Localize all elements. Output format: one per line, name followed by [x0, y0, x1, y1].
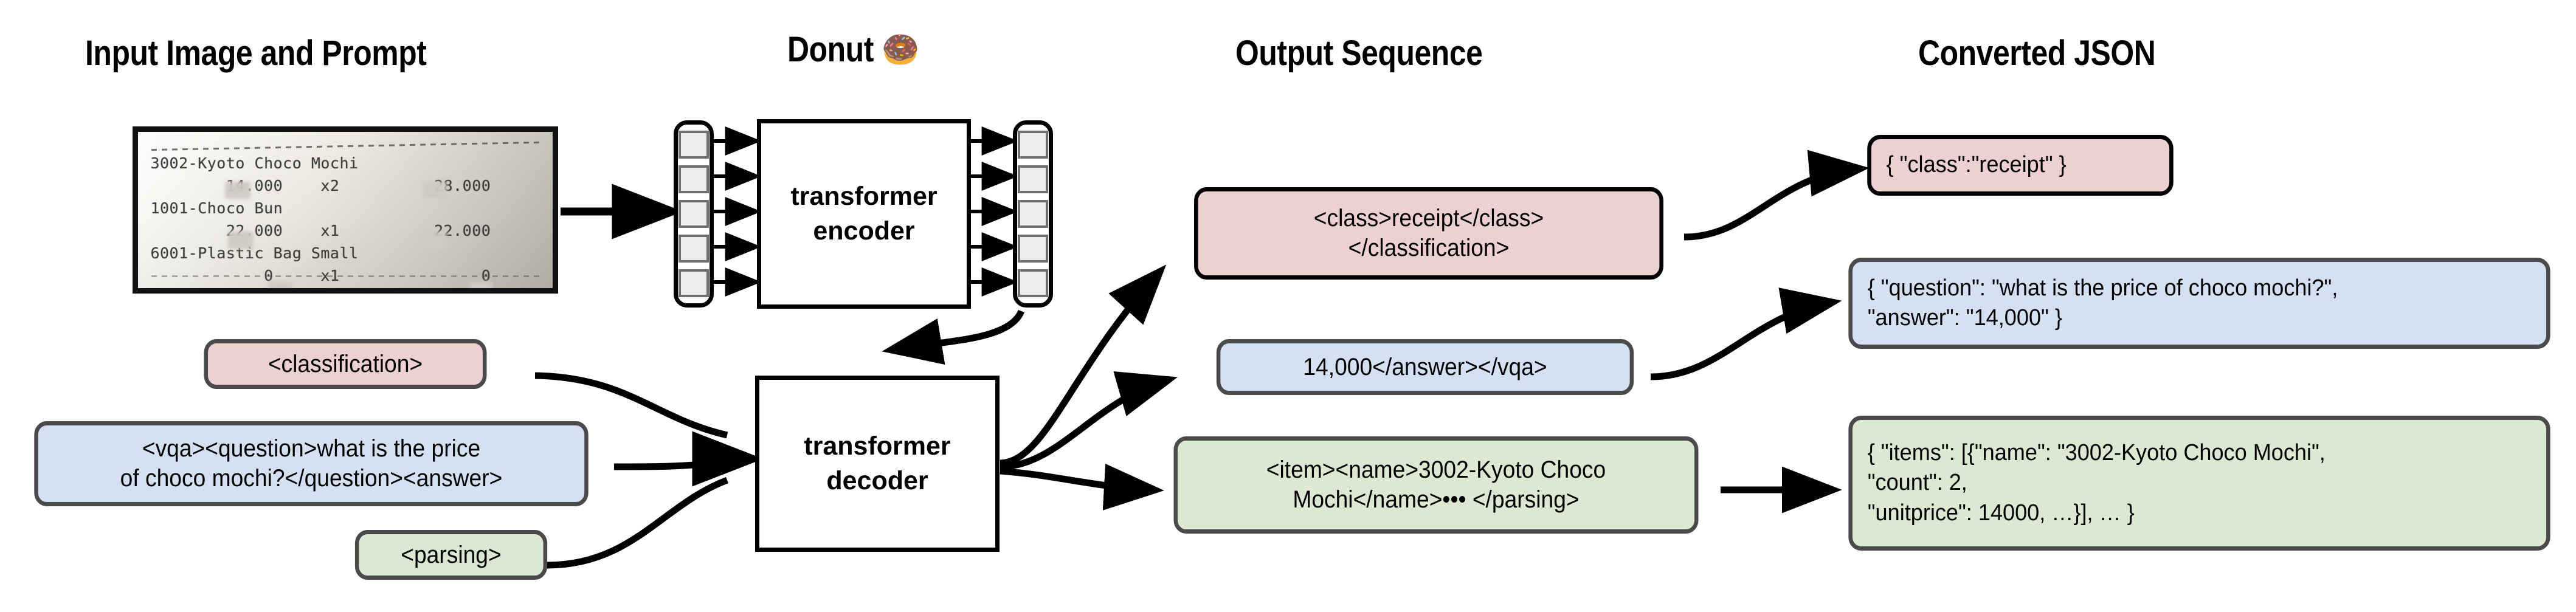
encoder-output-token — [1018, 165, 1048, 193]
arrows-tokens-to-encoder — [714, 126, 762, 297]
encoder-input-token-stack — [674, 120, 714, 308]
redaction-block — [225, 182, 250, 199]
encoder-input-token — [679, 131, 709, 159]
encoder-output-token — [1018, 131, 1048, 159]
prompt-box-classification[interactable]: <classification> — [204, 339, 487, 389]
column-title-json: Converted JSON — [1918, 33, 2156, 73]
redaction-block — [469, 281, 492, 288]
output-box-vqa[interactable]: 14,000</answer></vqa> — [1216, 339, 1634, 395]
encoder-input-token — [679, 200, 709, 228]
column-title-donut: Donut 🍩 — [787, 30, 920, 69]
json-box-parsing[interactable]: { "items": [{"name": "3002-Kyoto Choco M… — [1848, 416, 2550, 551]
transformer-encoder-block: transformer encoder — [757, 119, 971, 309]
json-box-vqa[interactable]: { "question": "what is the price of choc… — [1848, 258, 2550, 349]
column-title-input: Input Image and Prompt — [85, 33, 427, 73]
output-box-classification[interactable]: <class>receipt</class> </classification> — [1194, 187, 1663, 280]
redaction-block — [269, 281, 293, 288]
redaction-block — [423, 232, 447, 249]
arrow-decoder-to-parsing-output — [1000, 464, 1164, 511]
arrow-decoder-to-vqa-output — [1000, 371, 1178, 470]
encoder-output-token-stack — [1013, 120, 1053, 308]
output-box-parsing[interactable]: <item><name>3002-Kyoto Choco Mochi</name… — [1173, 436, 1699, 534]
encoder-input-token — [679, 165, 709, 193]
column-title-output: Output Sequence — [1235, 33, 1483, 73]
prompt-box-vqa[interactable]: <vqa><question>what is the price of choc… — [34, 421, 589, 506]
arrow-class-output-to-json — [1683, 150, 1870, 241]
input-receipt-image: 3002-Kyoto Choco Mochi 14.000 x2 28.000 … — [133, 126, 558, 294]
receipt-divider-bottom — [151, 275, 540, 278]
encoder-output-token — [1018, 200, 1048, 228]
transformer-decoder-block: transformer decoder — [755, 376, 1000, 552]
receipt-text-content: 3002-Kyoto Choco Mochi 14.000 x2 28.000 … — [150, 154, 491, 285]
encoder-output-token — [1018, 235, 1048, 263]
json-box-classification[interactable]: { "class":"receipt" } — [1867, 135, 2174, 196]
arrows-encoder-to-tokens — [971, 126, 1018, 297]
encoder-input-token — [679, 269, 709, 297]
redaction-block — [228, 232, 254, 249]
arrow-vqa-output-to-json — [1650, 287, 1842, 380]
arrow-encoder-to-decoder — [882, 309, 1025, 365]
encoder-input-token — [679, 235, 709, 263]
prompt-box-parsing[interactable]: <parsing> — [354, 530, 548, 580]
arrow-vqa-prompt-to-decoder — [613, 458, 728, 470]
encoder-output-token — [1018, 269, 1048, 297]
redaction-block — [423, 182, 447, 199]
receipt-paper-texture — [138, 132, 553, 288]
